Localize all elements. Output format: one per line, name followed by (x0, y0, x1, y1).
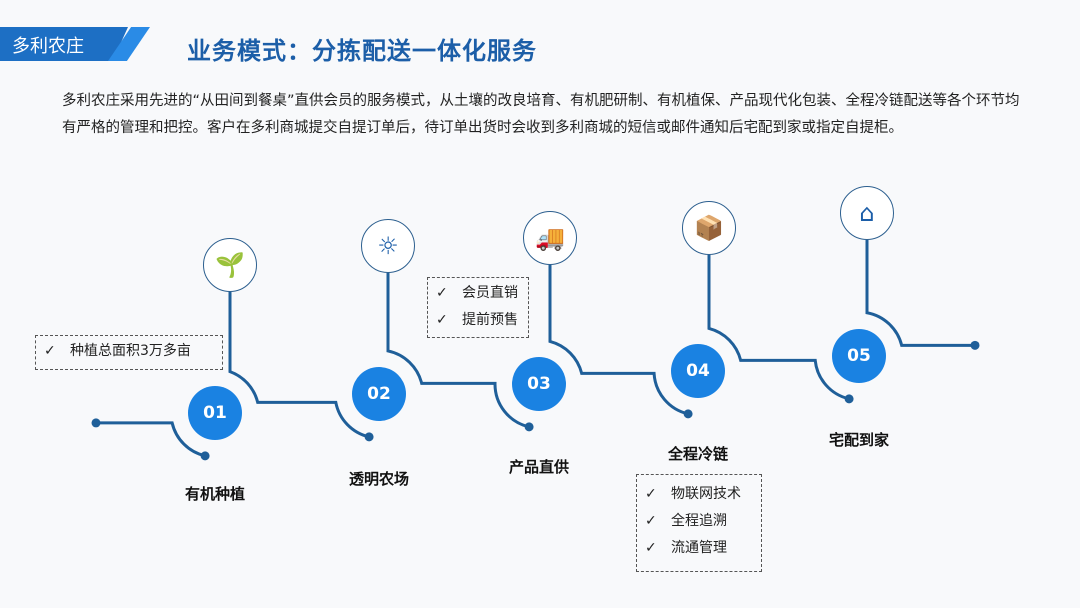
note-item: 会员直销 (462, 285, 518, 301)
house-icon: ⌂ (840, 186, 894, 240)
step-label: 有机种植 (184, 485, 246, 503)
note-box-3: ✓ 物联网技术 ✓ 全程追溯 ✓ 流通管理 (636, 474, 762, 572)
truck-icon: 🚚 (523, 211, 577, 265)
step-label: 宅配到家 (828, 431, 890, 449)
endpoint-dot (200, 451, 210, 461)
step-number-04: 04 (671, 344, 725, 398)
step-number-01: 01 (188, 386, 242, 440)
box-icon: 📦 (682, 201, 736, 255)
check-icon: ✓ (436, 312, 448, 328)
brand-name: 多利农庄 (12, 36, 84, 57)
check-icon: ✓ (44, 343, 56, 359)
note-box-2: ✓ 会员直销 ✓ 提前预售 (427, 277, 529, 338)
sun-waves-icon: ☼ (361, 219, 415, 273)
connector-line (228, 292, 370, 439)
brand-banner: 多利农庄 (0, 27, 128, 61)
step-label: 产品直供 (508, 458, 570, 476)
note-item: 流通管理 (671, 540, 727, 556)
intro-paragraph: 多利农庄采用先进的“从田间到餐桌”直供会员的服务模式，从土壤的改良培育、有机肥研… (62, 93, 1020, 136)
connector-line (548, 265, 689, 416)
note-item: 物联网技术 (671, 486, 741, 502)
connector-line (707, 255, 850, 401)
check-icon: ✓ (436, 285, 448, 301)
page-title: 业务模式：分拣配送一体化服务 (187, 37, 537, 65)
check-icon: ✓ (645, 486, 657, 502)
connector-line (865, 240, 975, 347)
step-number-03: 03 (512, 357, 566, 411)
connector-line (386, 273, 530, 429)
sprout-icon: 🌱 (203, 238, 257, 292)
note-box-1: ✓ 种植总面积3万多亩 (35, 335, 223, 370)
check-icon: ✓ (645, 513, 657, 529)
note-item: 提前预售 (462, 312, 518, 328)
step-number-02: 02 (352, 367, 406, 421)
note-item: 全程追溯 (671, 513, 727, 529)
endpoint-dot (91, 418, 101, 428)
connector-line (96, 421, 206, 458)
step-label: 透明农场 (348, 470, 410, 488)
check-icon: ✓ (645, 540, 657, 556)
step-label: 全程冷链 (667, 445, 729, 463)
step-number-05: 05 (832, 329, 886, 383)
note-item: 种植总面积3万多亩 (70, 343, 191, 359)
